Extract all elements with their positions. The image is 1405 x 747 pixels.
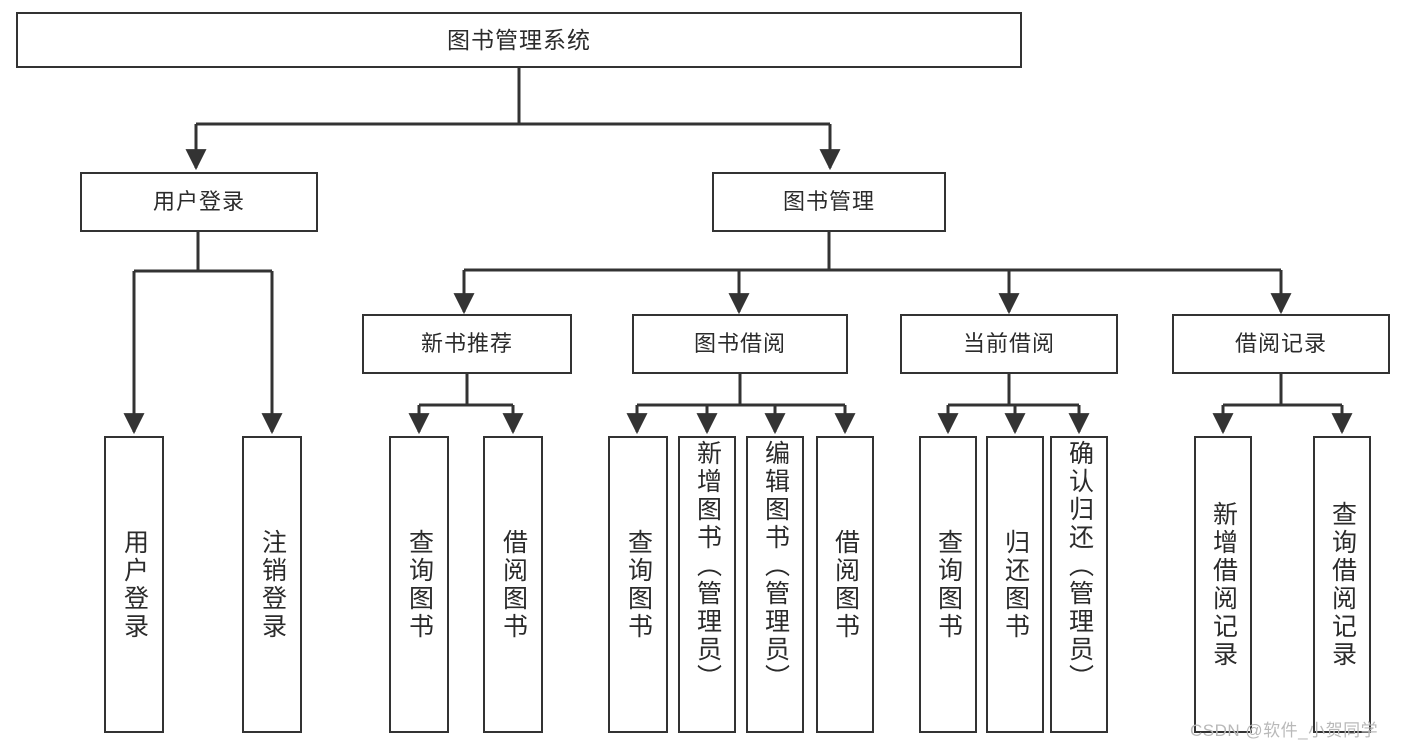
node-user-login[interactable]: 用户登录 — [80, 172, 318, 232]
node-new-book-recommend[interactable]: 新书推荐 — [362, 314, 572, 374]
node-leaf-query-book-3[interactable]: 查询图书 — [919, 436, 977, 733]
node-leaf-borrow-book-2[interactable]: 借阅图书 — [816, 436, 874, 733]
node-label: 图书借阅 — [693, 331, 786, 357]
node-leaf-logout-login[interactable]: 注销登录 — [242, 436, 302, 733]
node-leaf-edit-book[interactable]: 编辑图书（管理员） — [746, 436, 804, 733]
node-label: 借阅记录 — [1234, 331, 1327, 357]
node-label: 确认归还（管理员） — [1065, 440, 1094, 692]
node-label: 图书管理 — [782, 189, 875, 215]
node-label: 图书管理系统 — [447, 26, 591, 53]
node-label: 新书推荐 — [420, 331, 513, 357]
node-leaf-query-book-1[interactable]: 查询图书 — [389, 436, 449, 733]
node-label: 编辑图书（管理员） — [761, 440, 790, 692]
node-label: 查询图书 — [934, 528, 963, 641]
node-leaf-query-book-2[interactable]: 查询图书 — [608, 436, 668, 733]
node-leaf-add-book[interactable]: 新增图书（管理员） — [678, 436, 736, 733]
node-leaf-borrow-book-1[interactable]: 借阅图书 — [483, 436, 543, 733]
node-label: 注销登录 — [258, 528, 287, 641]
node-label: 当前借阅 — [962, 331, 1055, 357]
node-leaf-query-borrow-record[interactable]: 查询借阅记录 — [1313, 436, 1371, 733]
node-label: 归还图书 — [1001, 528, 1030, 641]
node-label: 新增图书（管理员） — [693, 440, 722, 692]
node-label: 借阅图书 — [831, 528, 860, 641]
node-leaf-return-book[interactable]: 归还图书 — [986, 436, 1044, 733]
node-label: 查询图书 — [405, 528, 434, 641]
node-book-management[interactable]: 图书管理 — [712, 172, 946, 232]
node-label: 用户登录 — [120, 528, 149, 641]
node-current-borrow[interactable]: 当前借阅 — [900, 314, 1118, 374]
node-book-borrow[interactable]: 图书借阅 — [632, 314, 848, 374]
node-leaf-add-borrow-record[interactable]: 新增借阅记录 — [1194, 436, 1252, 733]
node-label: 查询图书 — [624, 528, 653, 641]
watermark-text: CSDN @软件_小贺同学 — [1190, 721, 1379, 740]
node-label: 新增借阅记录 — [1209, 500, 1238, 669]
node-borrow-record[interactable]: 借阅记录 — [1172, 314, 1390, 374]
node-label: 用户登录 — [152, 189, 245, 215]
node-book-management-system[interactable]: 图书管理系统 — [16, 12, 1022, 68]
node-leaf-user-login[interactable]: 用户登录 — [104, 436, 164, 733]
node-label: 查询借阅记录 — [1328, 500, 1357, 669]
node-label: 借阅图书 — [499, 528, 528, 641]
node-leaf-confirm-return[interactable]: 确认归还（管理员） — [1050, 436, 1108, 733]
